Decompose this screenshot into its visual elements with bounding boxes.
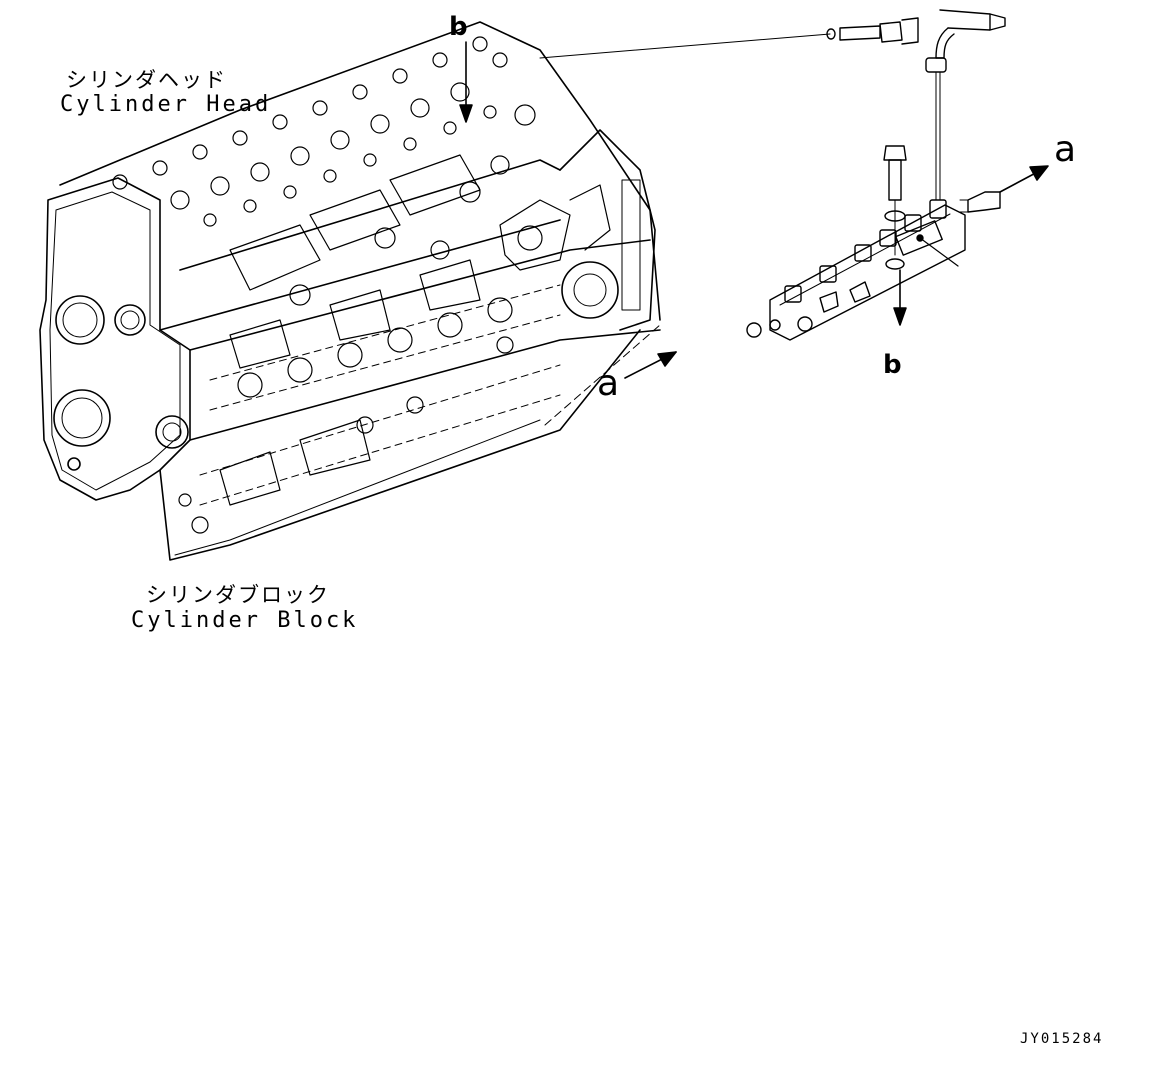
callout-b-bottom: b xyxy=(883,350,902,380)
cylinder-block-label-jp: シリンダブロック xyxy=(146,583,330,607)
callout-a-right: a xyxy=(1054,129,1077,170)
arrow-a-left xyxy=(624,351,677,379)
callout-b-top: b xyxy=(449,12,468,42)
cylinder-head-label-en: Cylinder Head xyxy=(60,92,272,117)
cylinder-head-label-jp: シリンダヘッド xyxy=(66,68,227,92)
fuel-rail-drawing xyxy=(746,145,1001,341)
document-id: JY015284 xyxy=(1020,1031,1104,1047)
callout-a-left: a xyxy=(597,363,620,404)
cylinder-block-label-en: Cylinder Block xyxy=(131,608,359,633)
sensor-harness-drawing xyxy=(826,9,1006,201)
arrow-a-right xyxy=(999,165,1049,193)
leader-line xyxy=(539,33,831,59)
arrow-b-top xyxy=(459,41,473,123)
engine-block-drawing xyxy=(39,21,661,561)
arrow-b-bottom xyxy=(893,269,907,326)
